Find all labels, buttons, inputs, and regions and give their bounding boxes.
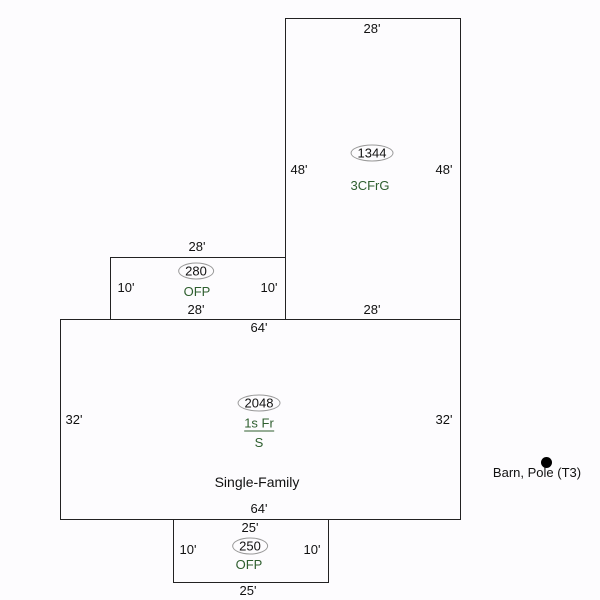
ofp-top-bottom-dim: 28' bbox=[187, 302, 205, 317]
garage-area: 1344 bbox=[350, 144, 394, 162]
ofp-top-right-dim: 10' bbox=[260, 280, 278, 295]
ofp-bottom-section[interactable] bbox=[173, 519, 329, 583]
ofp-top-code: OFP bbox=[183, 284, 211, 299]
main-code: 1s Fr bbox=[244, 415, 274, 432]
main-bottom-dim: 64' bbox=[250, 501, 268, 516]
ofp-top-left-dim: 10' bbox=[117, 280, 135, 295]
garage-right-dim: 48' bbox=[435, 162, 453, 177]
main-top-dim: 64' bbox=[250, 320, 268, 335]
ofp-bottom-left-dim: 10' bbox=[179, 542, 197, 557]
ofp-bottom-top-dim: 25' bbox=[241, 520, 259, 535]
garage-left-dim: 48' bbox=[290, 162, 308, 177]
main-label: Single-Family bbox=[214, 474, 300, 490]
ofp-bottom-code: OFP bbox=[235, 557, 263, 572]
ofp-bottom-bottom-dim: 25' bbox=[239, 583, 257, 598]
main-left-dim: 32' bbox=[65, 412, 83, 427]
ofp-bottom-right-dim: 10' bbox=[303, 542, 321, 557]
garage-code: 3CFrG bbox=[350, 178, 390, 193]
ofp-bottom-area: 250 bbox=[232, 537, 268, 555]
outbuilding-label: Barn, Pole (T3) bbox=[492, 465, 582, 480]
garage-top-dim: 28' bbox=[363, 21, 381, 36]
outbuilding-marker-icon[interactable] bbox=[541, 457, 552, 468]
ofp-top-top-dim: 28' bbox=[188, 239, 206, 254]
main-right-dim: 32' bbox=[435, 412, 453, 427]
main-area: 2048 bbox=[237, 394, 281, 412]
main-subcode: S bbox=[254, 435, 264, 450]
garage-bottom-dim: 28' bbox=[363, 302, 381, 317]
ofp-top-area: 280 bbox=[178, 262, 214, 280]
